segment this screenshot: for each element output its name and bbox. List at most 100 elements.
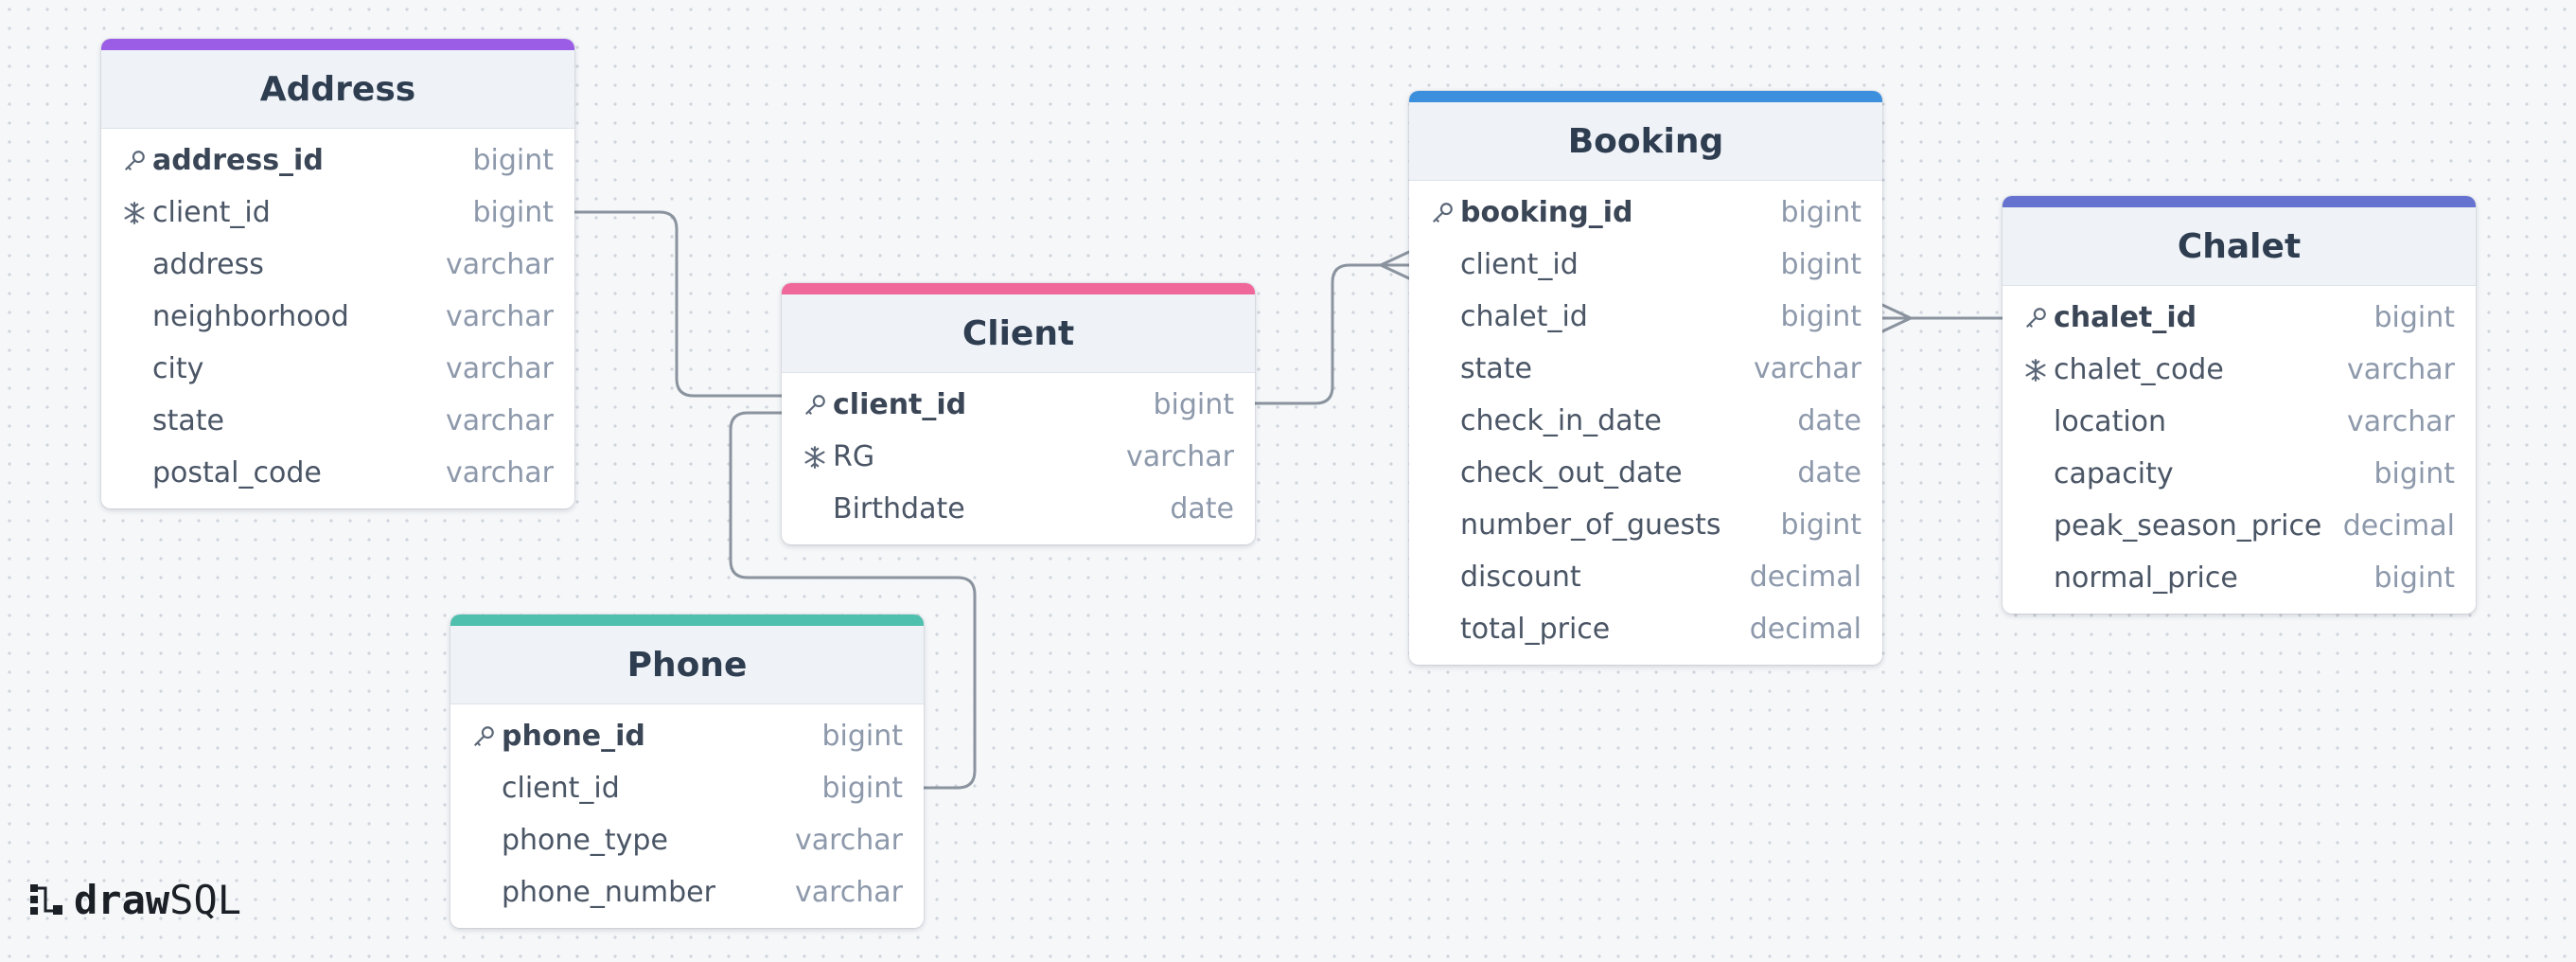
column-row[interactable]: Birthdate date [782, 483, 1255, 535]
column-row[interactable]: peak_season_price decimal [2003, 500, 2476, 552]
column-row[interactable]: client_id bigint [1409, 239, 1882, 291]
relation-address-client [573, 210, 785, 398]
column-type: varchar [794, 824, 903, 857]
column-row[interactable]: chalet_id bigint [2003, 292, 2476, 344]
column-row[interactable]: client_id bigint [101, 187, 574, 239]
column-row[interactable]: postal_code varchar [101, 447, 574, 499]
column-row[interactable]: total_price decimal [1409, 603, 1882, 655]
column-row[interactable]: phone_id bigint [450, 710, 924, 762]
column-row[interactable]: RG varchar [782, 431, 1255, 483]
column-name: location [2054, 405, 2167, 438]
relation-booking-crowfoot-chalet [1880, 303, 1913, 333]
column-row[interactable]: location varchar [2003, 396, 2476, 448]
column-name: client_id [833, 388, 967, 421]
table-client[interactable]: Client client_id bigint RG varchar Birth… [782, 283, 1255, 544]
column-name: capacity [2054, 457, 2174, 490]
column-type: decimal [1749, 561, 1861, 594]
column-type: date [1797, 404, 1861, 437]
column-type: varchar [1753, 352, 1861, 385]
column-name: state [152, 404, 224, 437]
table-header[interactable]: Client [782, 294, 1255, 373]
column-name: state [1460, 352, 1532, 385]
column-name: postal_code [152, 456, 322, 490]
column-row[interactable]: phone_type varchar [450, 814, 924, 866]
column-row[interactable]: address_id bigint [101, 134, 574, 187]
drawsql-logo[interactable]: draw SQL [28, 876, 241, 923]
column-row[interactable]: chalet_id bigint [1409, 291, 1882, 343]
column-type: bigint [821, 772, 903, 805]
column-type: varchar [1125, 440, 1234, 473]
relation-client-booking [1252, 263, 1411, 405]
column-row[interactable]: city varchar [101, 343, 574, 395]
column-type: varchar [445, 456, 554, 490]
column-row[interactable]: phone_number varchar [450, 866, 924, 918]
column-row[interactable]: capacity bigint [2003, 448, 2476, 500]
column-name: normal_price [2054, 561, 2238, 595]
snowflake-icon [120, 199, 149, 227]
table-chalet[interactable]: Chalet chalet_id bigint chalet_code varc… [2003, 196, 2476, 614]
column-type: bigint [1780, 508, 1861, 542]
table-header[interactable]: Chalet [2003, 207, 2476, 286]
column-type: varchar [2346, 353, 2455, 386]
column-row[interactable]: discount decimal [1409, 551, 1882, 603]
column-name: chalet_code [2054, 353, 2224, 386]
column-name: booking_id [1460, 196, 1633, 229]
column-type: bigint [1780, 300, 1861, 333]
column-row[interactable]: chalet_code varchar [2003, 344, 2476, 396]
column-name: chalet_id [2054, 301, 2197, 334]
column-type: varchar [445, 352, 554, 385]
column-row[interactable]: check_out_date date [1409, 447, 1882, 499]
table-accent-bar [782, 283, 1255, 294]
table-header[interactable]: Address [101, 50, 574, 129]
column-name: phone_number [502, 876, 715, 909]
column-type: bigint [2373, 457, 2455, 490]
table-title: Client [962, 313, 1075, 353]
drawsql-logo-icon [30, 884, 62, 915]
key-icon [2021, 304, 2050, 332]
table-booking[interactable]: Booking booking_id bigint client_id bigi… [1409, 91, 1882, 665]
column-row[interactable]: state varchar [101, 395, 574, 447]
column-type: varchar [445, 300, 554, 333]
column-name: city [152, 352, 204, 385]
table-phone[interactable]: Phone phone_id bigint client_id bigint p… [450, 615, 924, 928]
table-header[interactable]: Phone [450, 626, 924, 704]
column-type: bigint [1153, 388, 1234, 421]
column-type: bigint [472, 144, 554, 177]
column-name: client_id [502, 772, 620, 805]
table-columns: phone_id bigint client_id bigint phone_t… [450, 704, 924, 928]
column-row[interactable]: check_in_date date [1409, 395, 1882, 447]
column-row[interactable]: normal_price bigint [2003, 552, 2476, 604]
table-address[interactable]: Address address_id bigint client_id bigi… [101, 39, 574, 508]
column-row[interactable]: client_id bigint [450, 762, 924, 814]
logo-text-sql: SQL [169, 876, 242, 923]
table-title: Address [259, 69, 416, 109]
snowflake-icon [2021, 356, 2050, 384]
table-accent-bar [101, 39, 574, 50]
column-type: varchar [794, 876, 903, 909]
key-icon [801, 391, 829, 419]
column-row[interactable]: neighborhood varchar [101, 291, 574, 343]
column-row[interactable]: state varchar [1409, 343, 1882, 395]
column-row[interactable]: client_id bigint [782, 379, 1255, 431]
column-type: decimal [1749, 613, 1861, 646]
column-type: varchar [445, 404, 554, 437]
table-columns: booking_id bigint client_id bigint chale… [1409, 181, 1882, 665]
table-title: Phone [626, 645, 748, 685]
column-row[interactable]: number_of_guests bigint [1409, 499, 1882, 551]
table-columns: chalet_id bigint chalet_code varchar loc… [2003, 286, 2476, 614]
table-title: Chalet [2177, 226, 2302, 266]
column-name: phone_type [502, 824, 668, 857]
table-accent-bar [2003, 196, 2476, 207]
table-title: Booking [1567, 121, 1724, 161]
column-type: bigint [2373, 301, 2455, 334]
column-row[interactable]: booking_id bigint [1409, 187, 1882, 239]
relation-booking-crowfoot-client [1379, 250, 1411, 280]
column-type: bigint [1780, 196, 1861, 229]
column-name: check_out_date [1460, 456, 1683, 490]
column-row[interactable]: address varchar [101, 239, 574, 291]
column-type: bigint [1780, 248, 1861, 281]
table-header[interactable]: Booking [1409, 102, 1882, 181]
snowflake-icon [801, 443, 829, 472]
column-name: client_id [1460, 248, 1579, 281]
